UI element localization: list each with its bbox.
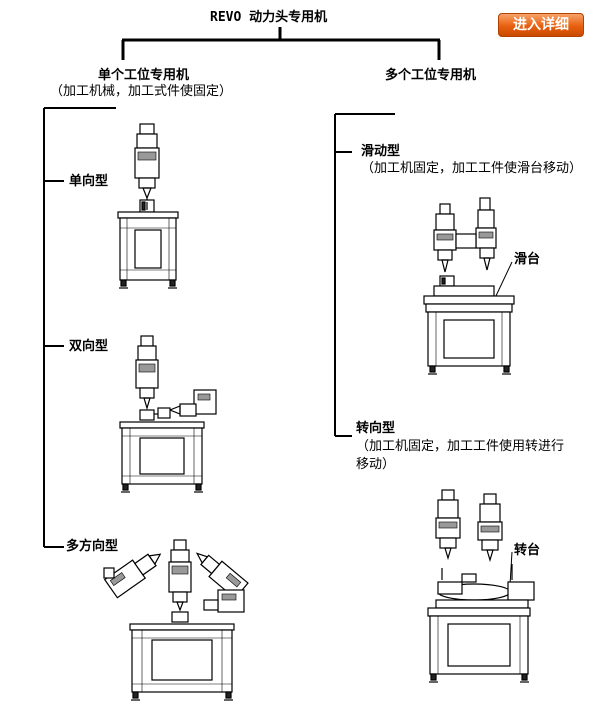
dual-direction-machine-illustration [119, 335, 217, 493]
label-multi-direction: 多方向型 [66, 539, 119, 554]
single-direction-machine-illustration [117, 123, 179, 289]
label-rotary-type: 转向型 [356, 421, 396, 436]
label-dual-direction: 双向型 [69, 339, 109, 354]
sliding-type-machine-illustration [423, 197, 515, 375]
label-sliding-type: 滑动型 [361, 144, 401, 159]
label-slide-table: 滑台 [514, 252, 541, 267]
detail-button[interactable]: 进入详细 [498, 13, 584, 37]
page-title: REVO 动力头专用机 [210, 10, 328, 25]
rotary-type-machine-illustration [427, 489, 535, 683]
label-single-direction: 单向型 [69, 174, 109, 189]
multi-station-title: 多个工位专用机 [385, 68, 477, 83]
label-rotary-table: 转台 [514, 543, 541, 558]
rotary-type-description-2: 移动） [356, 457, 396, 472]
rotary-type-description-1: （加工机固定，加工工件使用转进行 [356, 439, 565, 454]
single-station-subtitle: （加工机械，加工式件使固定） [50, 84, 233, 99]
single-station-title: 单个工位专用机 [98, 68, 190, 83]
multi-direction-machine-illustration [103, 539, 249, 701]
sliding-type-description: （加工机固定，加工工件使滑台移动） [361, 161, 583, 176]
